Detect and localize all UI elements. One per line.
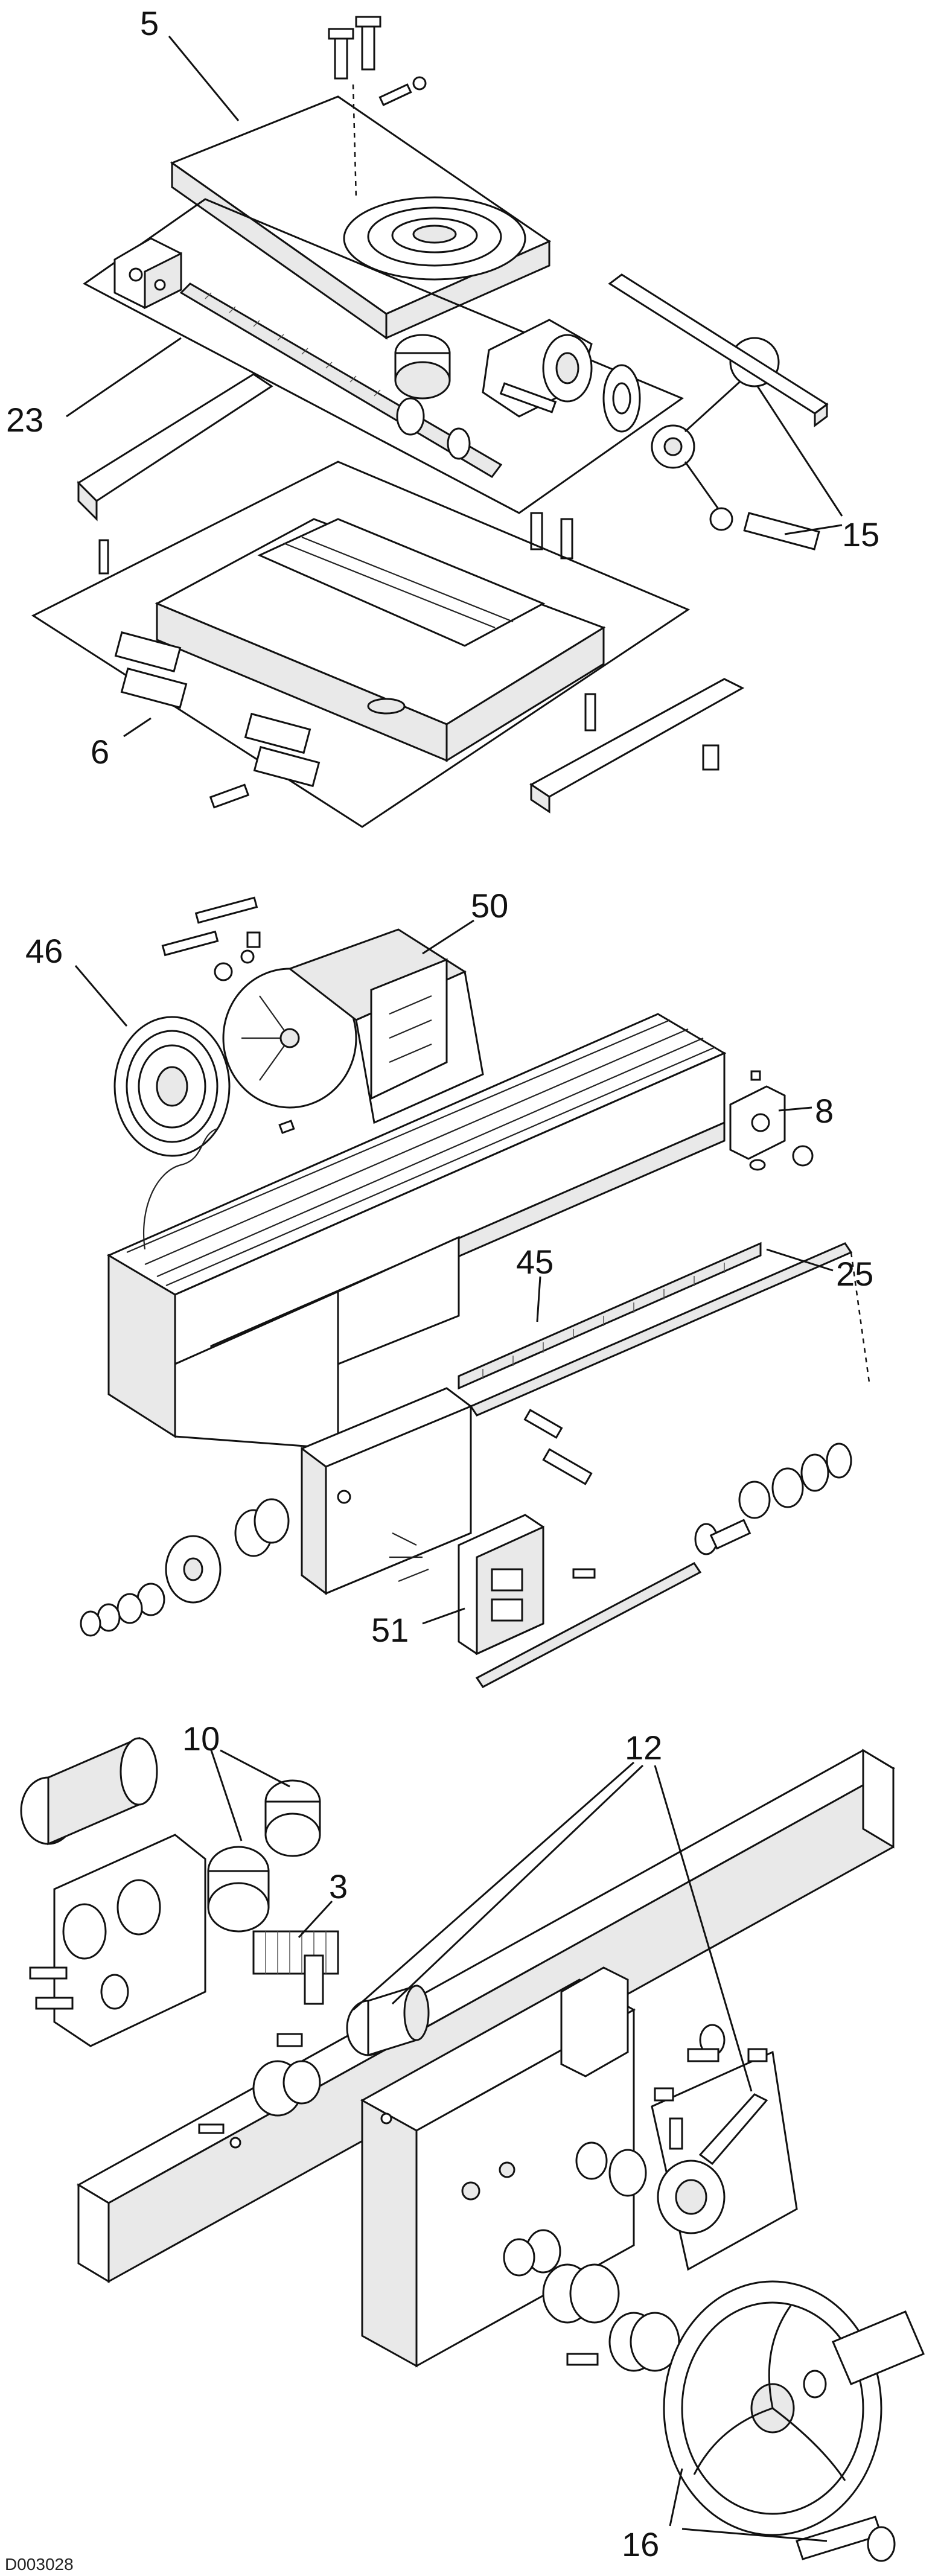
small-screw	[98, 539, 109, 575]
lathe-bed	[106, 1013, 727, 1450]
leader-line	[654, 1765, 753, 2092]
gib-strip-lower	[529, 678, 745, 814]
leader-line	[766, 1248, 834, 1272]
cross-feed-screw	[179, 282, 503, 478]
control-box	[389, 1514, 544, 1656]
small-screw	[560, 518, 573, 560]
end-bracket	[301, 1387, 472, 1595]
leader-line	[422, 919, 474, 955]
leader-line	[298, 1900, 333, 1939]
leader-line	[784, 524, 843, 535]
motor	[222, 928, 484, 1124]
saddle-base	[155, 518, 606, 762]
leader-line	[210, 1750, 243, 1841]
gib-nut-block	[113, 237, 182, 310]
document-id: D003028	[5, 2555, 74, 2574]
callout-10: 10	[182, 1720, 220, 1758]
compound-rest-plate	[170, 95, 552, 340]
leader-line	[168, 36, 240, 121]
apron-body	[360, 1966, 636, 2368]
small-screw	[530, 512, 543, 550]
callout-25: 25	[836, 1255, 873, 1293]
callout-15: 15	[842, 515, 879, 553]
leader-line	[422, 1607, 465, 1625]
apron-knobs	[575, 2024, 768, 2197]
saddle-group-outline	[31, 461, 691, 828]
feed-shaft-parts	[475, 1409, 852, 1688]
callout-8: 8	[815, 1092, 834, 1130]
leader-line	[681, 2528, 828, 2542]
gib-strip-left	[77, 373, 273, 521]
leader-line	[391, 1764, 644, 2005]
callout-16: 16	[622, 2525, 659, 2563]
change-gears	[80, 1498, 290, 1637]
panel-cross-slide-assembly: 5 23 15 6	[6, 4, 879, 828]
end-bearing-block	[729, 1070, 814, 1171]
motor-bolts	[161, 896, 261, 981]
apron-gears	[503, 2229, 680, 2372]
gear-cluster	[20, 1736, 206, 2047]
wiring	[142, 1127, 218, 1250]
pinion-shaft	[198, 1984, 430, 2134]
callout-50: 50	[471, 887, 508, 925]
callout-5: 5	[140, 4, 159, 42]
leader-line	[123, 717, 152, 738]
rack	[458, 1242, 762, 1390]
callout-3: 3	[329, 1867, 348, 1905]
callout-23: 23	[6, 401, 43, 439]
pulley	[113, 1016, 295, 1157]
small-screw	[584, 693, 596, 732]
leader-line	[669, 2468, 683, 2527]
leader-line	[220, 1749, 290, 1788]
callout-51: 51	[371, 1611, 409, 1649]
bushings	[207, 1779, 321, 1933]
callout-45: 45	[516, 1243, 554, 1281]
gib-strip-right-edge	[814, 403, 828, 427]
leader-line	[536, 1276, 541, 1322]
panel-apron-assembly: 10 12 3 16	[20, 1720, 925, 2563]
spring-clutch	[252, 1930, 339, 2047]
lead-screw	[469, 1242, 870, 1417]
cross-feed-group-outline	[83, 198, 684, 514]
leader-line	[756, 386, 843, 517]
bearing-bracket	[394, 319, 641, 433]
handwheel	[663, 2280, 925, 2562]
callout-46: 46	[25, 932, 63, 970]
leader-line	[74, 965, 128, 1027]
panel-lathe-bed-assembly: 50 46 8 45 25 51	[25, 887, 873, 1688]
leader-line	[66, 337, 182, 418]
callout-12: 12	[625, 1729, 662, 1767]
leader-line	[778, 1106, 812, 1112]
tool-post-bolts	[328, 16, 427, 200]
feed-lever	[651, 2050, 798, 2271]
leader-line	[353, 1761, 634, 2011]
clamp-plates	[114, 631, 321, 788]
small-screw	[209, 783, 250, 809]
gib-strip-right	[608, 273, 829, 415]
callout-6: 6	[91, 733, 109, 771]
